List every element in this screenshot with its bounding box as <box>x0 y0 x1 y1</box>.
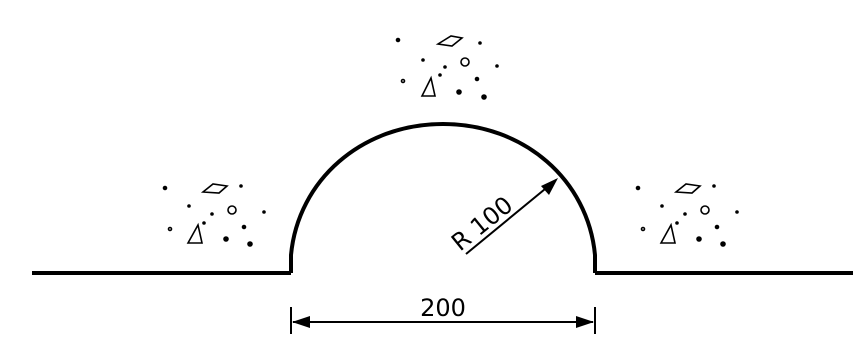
width-label: 200 <box>420 294 466 322</box>
radius-leader-line <box>465 179 557 255</box>
width-arrowhead-right <box>576 316 594 328</box>
width-dimension: 200 <box>290 294 596 334</box>
width-arrowhead-left <box>292 316 310 328</box>
soil-hatch-left <box>162 183 266 247</box>
soil-hatch-right <box>635 183 739 247</box>
radius-label: R 100 <box>446 191 518 257</box>
radius-arrowhead <box>541 178 558 195</box>
radius-dimension: R 100 <box>446 178 558 257</box>
semicircle-arch <box>289 121 597 273</box>
soil-hatch-top <box>395 35 499 100</box>
